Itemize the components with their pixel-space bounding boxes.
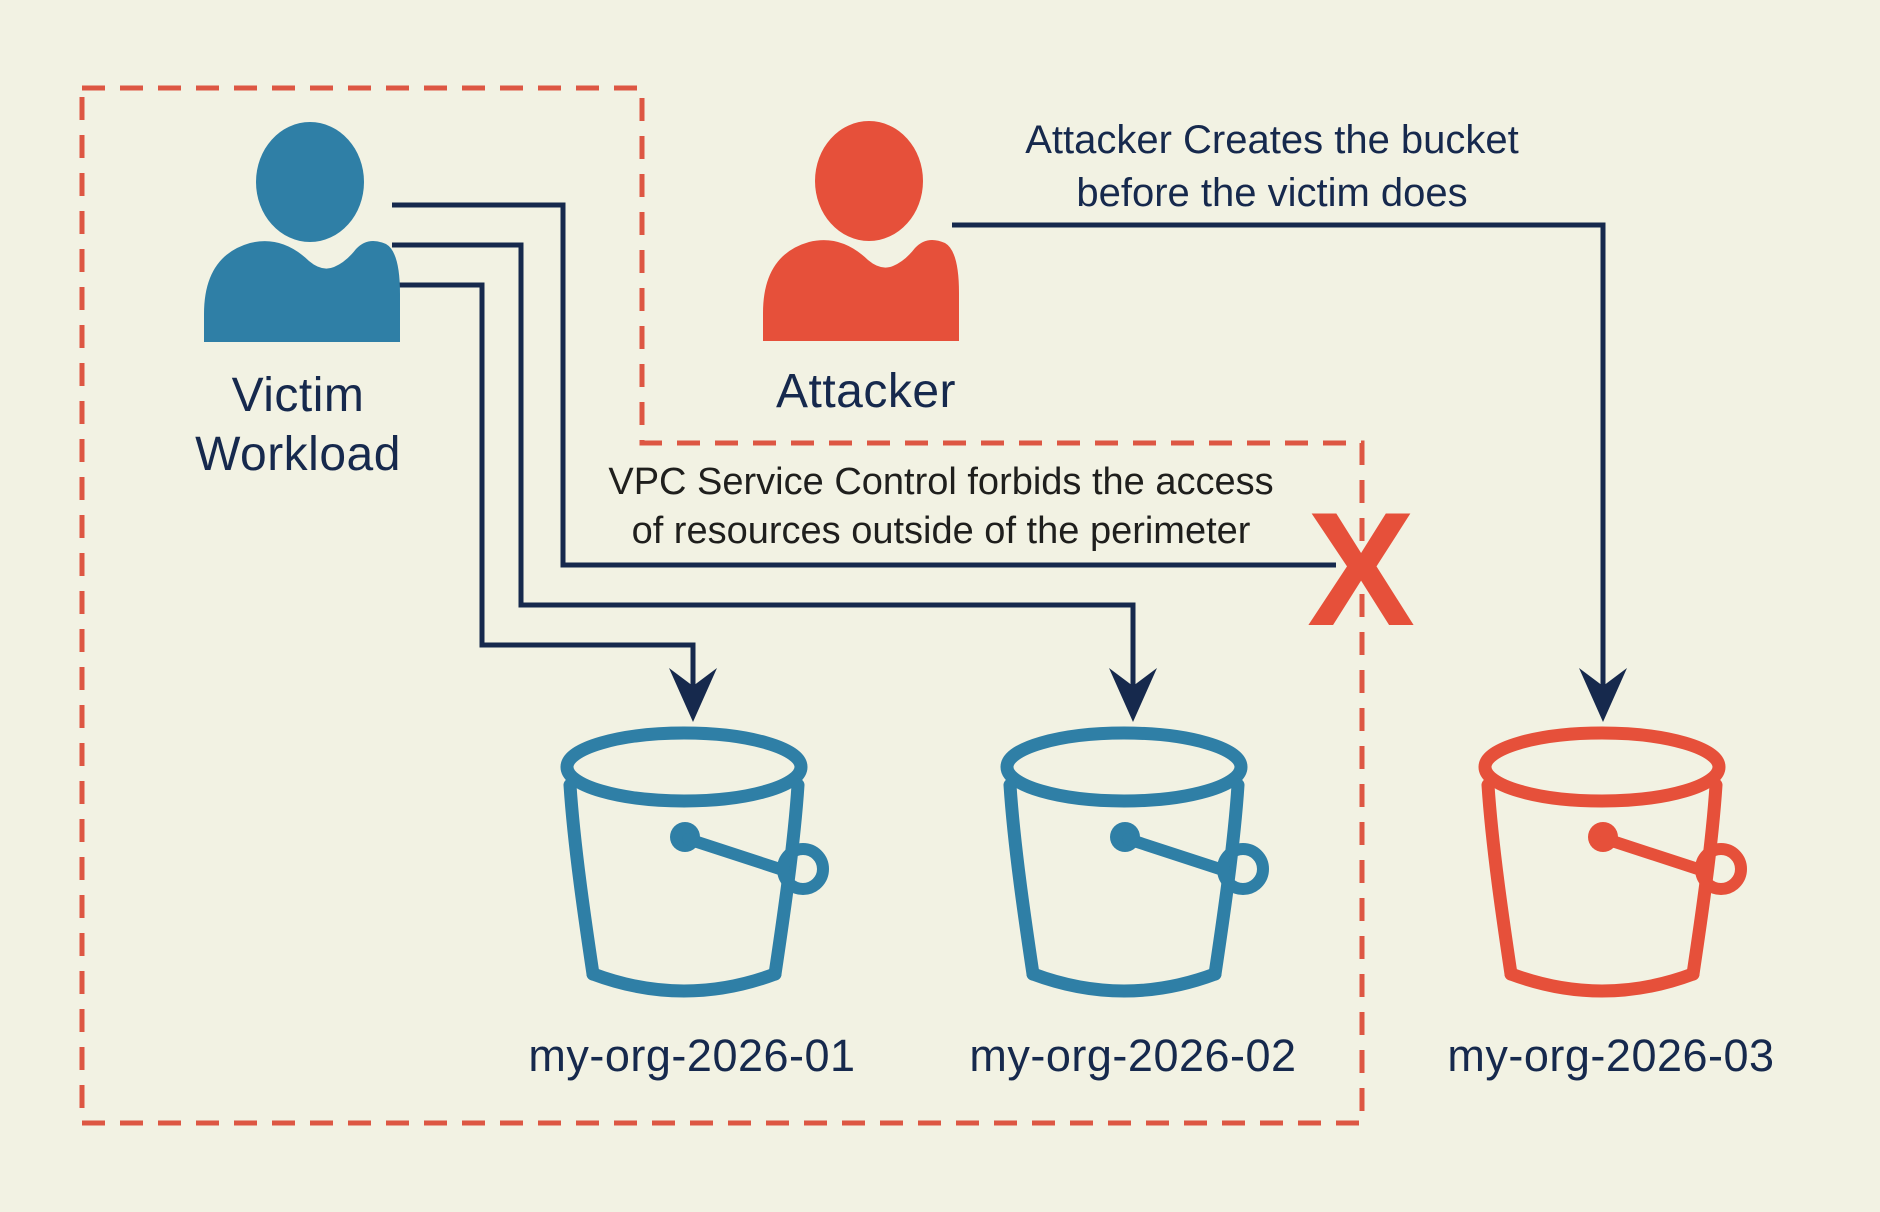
victim-to-bucket-01-connector [392,282,717,722]
attacker-note-line1: Attacker Creates the bucket [1025,118,1519,162]
attacker-to-bucket-03-connector [952,222,1627,722]
attacker-note-line2: before the victim does [1076,171,1468,215]
attacker-person-icon [763,121,959,341]
bucket-label-my-org-2026-01: my-org-2026-01 [528,1030,856,1081]
bucket-icon-my-org-2026-01 [567,733,823,991]
bucket-label-my-org-2026-02: my-org-2026-02 [969,1030,1297,1081]
bucket-label-my-org-2026-03: my-org-2026-03 [1447,1030,1775,1081]
victim-person-icon [204,122,400,342]
attacker-note: Attacker Creates the bucket before the v… [1025,114,1519,220]
attacker-label: Attacker [775,365,957,418]
victim-label-line1: Victim [231,369,365,422]
victim-label-line2: Workload [195,428,401,481]
vpc-note-line1: VPC Service Control forbids the access [608,461,1274,503]
victim-to-bucket-02-connector [392,242,1157,722]
blocked-x-icon: X [1307,479,1415,660]
victim-label: Victim Workload [195,366,401,484]
bucket-icon-my-org-2026-03 [1485,733,1741,991]
vpc-note-line2: of resources outside of the perimeter [631,510,1251,552]
victim-blocked-connector [392,202,1336,568]
vpc-service-control-note: VPC Service Control forbids the access o… [608,458,1273,556]
bucket-icon-my-org-2026-02 [1007,733,1263,991]
vpc-perimeter-boundary [79,85,1365,1126]
